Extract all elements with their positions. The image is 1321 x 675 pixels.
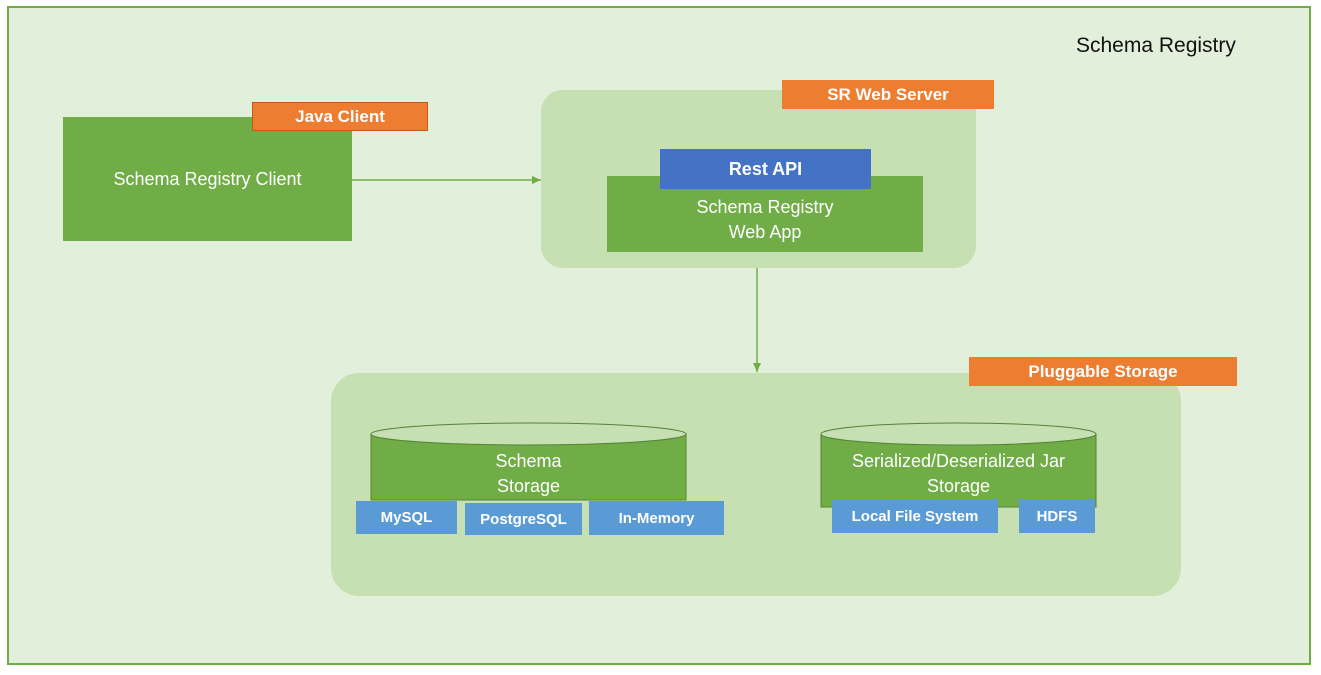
jar-storage-line2: Storage — [926, 476, 991, 496]
schema-registry-client-box: Schema Registry Client — [63, 117, 352, 241]
schema-storage-cylinder — [370, 422, 687, 501]
web-app-line2: Web App — [728, 222, 802, 242]
jar-storage-label: Serialized/Deserialized Jar Storage — [821, 449, 1096, 499]
java-client-tag: Java Client — [252, 102, 428, 131]
backend-local-file-system: Local File System — [832, 499, 998, 533]
diagram-title: Schema Registry — [1076, 34, 1236, 57]
jar-storage-line1: Serialized/Deserialized Jar — [851, 451, 1066, 471]
schema-storage-line2: Storage — [496, 476, 561, 496]
jar-storage-cylinder — [820, 422, 1097, 508]
schema-storage-line1: Schema — [495, 451, 562, 471]
backend-mysql: MySQL — [356, 501, 457, 534]
pluggable-storage-tag: Pluggable Storage — [969, 357, 1237, 386]
sr-web-server-tag: SR Web Server — [782, 80, 994, 109]
client-box-label: Schema Registry Client — [113, 168, 302, 189]
web-app-line1: Schema Registry — [696, 197, 834, 217]
schema-storage-label: Schema Storage — [371, 449, 686, 499]
rest-api-tag: Rest API — [660, 149, 871, 189]
backend-hdfs: HDFS — [1019, 499, 1095, 533]
backend-postgresql: PostgreSQL — [465, 503, 582, 535]
backend-in-memory: In-Memory — [589, 501, 724, 535]
